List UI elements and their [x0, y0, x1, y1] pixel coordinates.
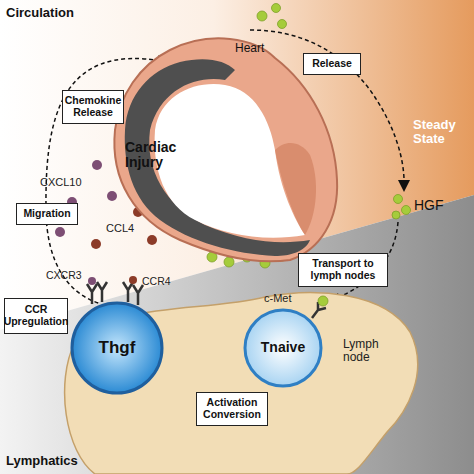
label-text: Steady State — [413, 118, 469, 147]
cell-body — [245, 310, 321, 386]
lymph-node-outline — [65, 293, 418, 474]
ccr4-receptor — [123, 282, 143, 305]
label-text: CCR4 — [142, 276, 171, 288]
node-text: Thgf — [99, 339, 136, 358]
label-text: CXCR3 — [46, 270, 82, 282]
cxcl10-bound — [88, 277, 96, 285]
hgf-bound — [318, 296, 328, 306]
node-text: Cardiac Injury — [125, 140, 195, 171]
label-text: Circulation — [6, 6, 74, 20]
cxcr3-receptor — [87, 282, 107, 304]
c-met-receptor — [312, 302, 326, 318]
process-box: Chemokine Release — [62, 90, 124, 124]
cell-body — [72, 303, 162, 393]
process-box: CCR Upregulation — [4, 298, 68, 334]
node-text: Lymph node — [343, 338, 403, 364]
node-text: Release — [312, 58, 352, 70]
node-text: Activation Conversion — [200, 397, 264, 420]
arrow-head — [398, 180, 410, 192]
cell-circle: Tnaive — [243, 308, 323, 388]
heart-septum — [275, 143, 316, 235]
label-text: CCL4 — [106, 222, 134, 234]
node-text: Transport to lymph nodes — [302, 258, 384, 281]
ccl4-bound — [129, 276, 137, 284]
node-text: CCR Upregulation — [4, 304, 69, 327]
process-box: Migration — [16, 203, 78, 225]
node-text: Chemokine Release — [65, 95, 122, 118]
label-text: Lymphatics — [6, 454, 78, 468]
node-text: Migration — [23, 208, 70, 220]
label-text: HGF — [414, 198, 444, 213]
cell-circle: Thgf — [70, 301, 164, 395]
node-text: Tnaive — [261, 340, 305, 355]
process-box: Transport to lymph nodes — [298, 253, 388, 287]
label-text: c-Met — [264, 292, 292, 304]
process-box: Release — [303, 53, 361, 75]
node-text: Heart — [235, 42, 264, 55]
process-box: Activation Conversion — [196, 392, 268, 426]
label-text: CXCL10 — [40, 176, 82, 188]
